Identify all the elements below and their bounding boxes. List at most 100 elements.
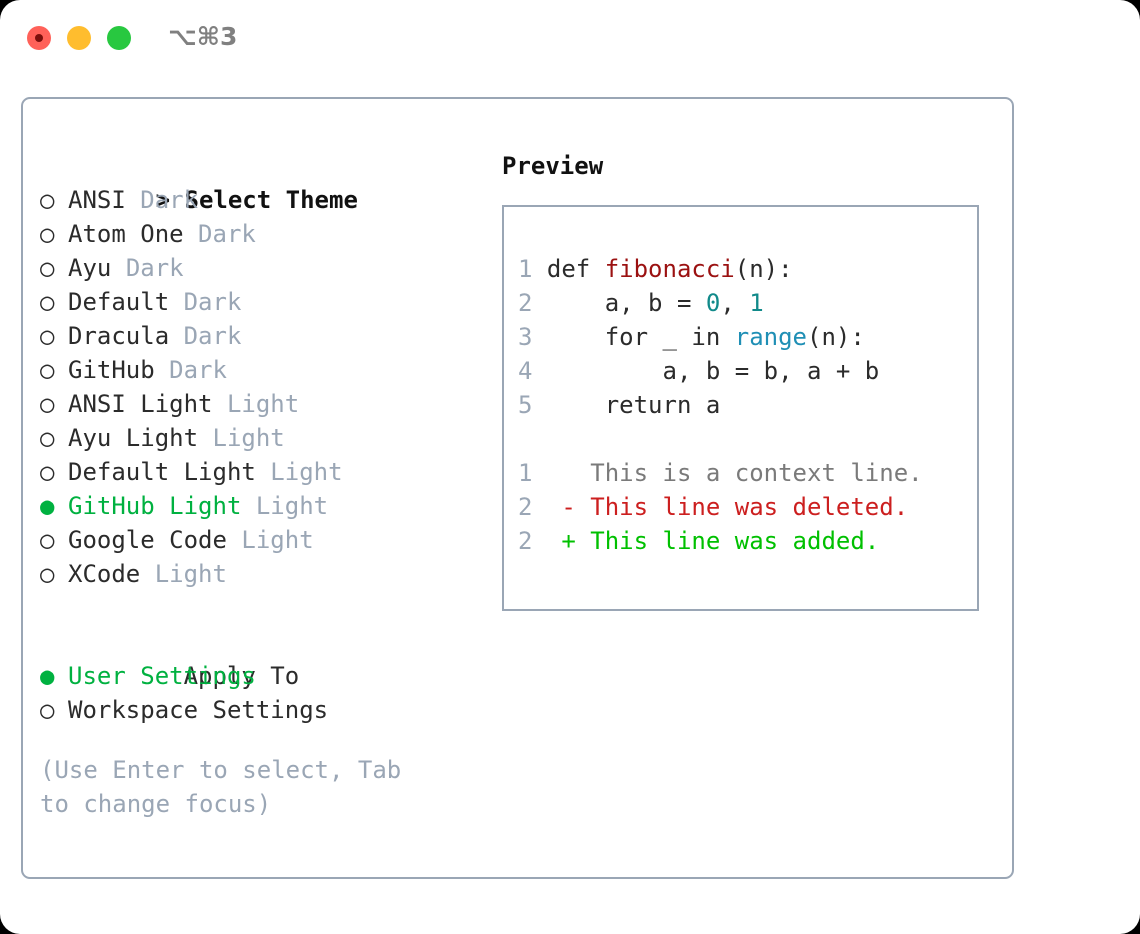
code-line-number: 2	[518, 289, 533, 317]
apply-to-item[interactable]: ○Workspace Settings	[40, 693, 490, 727]
diff-line: 1 This is a context line.	[518, 456, 977, 490]
diff-line: 2 - This line was deleted.	[518, 490, 977, 524]
code-line: 5 return a	[518, 388, 977, 422]
minimize-button-icon[interactable]	[67, 26, 91, 50]
theme-list-item[interactable]: ○Ayu Light Light	[40, 421, 490, 455]
diff-text: This line was deleted.	[575, 493, 909, 521]
title-bar: ⌥⌘3	[0, 0, 1140, 78]
theme-list-item[interactable]: ○Default Dark	[40, 285, 490, 319]
theme-variant-label: Light	[270, 458, 343, 486]
code-line-number: 1	[518, 255, 533, 283]
theme-list-item[interactable]: ○ANSI Dark	[40, 183, 490, 217]
code-token-num: 1	[749, 289, 764, 317]
apply-to-label: Workspace Settings	[68, 696, 329, 724]
theme-variant-label: Dark	[183, 288, 242, 316]
radio-selected-icon: ●	[40, 492, 55, 520]
code-line-number: 4	[518, 357, 533, 385]
theme-label-gap	[169, 322, 183, 350]
close-button-icon[interactable]	[27, 26, 51, 50]
theme-list-item[interactable]: ○ Default Light Light	[40, 455, 490, 489]
theme-list-item[interactable]: ○Dracula Dark	[40, 319, 490, 353]
theme-variant-label: Dark	[169, 356, 227, 384]
preview-title: Preview	[502, 152, 604, 180]
radio-unselected-icon: ○	[40, 458, 55, 486]
apply-to-item[interactable]: ● User Settings	[40, 659, 490, 693]
theme-label-gap	[169, 288, 183, 316]
radio-unselected-icon: ○	[40, 424, 55, 452]
theme-name-label: ANSI Light	[68, 390, 213, 418]
theme-list-item[interactable]: ○XCode Light	[40, 557, 490, 591]
maximize-button-icon[interactable]	[107, 26, 131, 50]
theme-name-label: Default Light	[68, 458, 256, 486]
section-spacer	[40, 591, 490, 625]
theme-name-label: GitHub	[68, 356, 155, 384]
theme-variant-label: Dark	[125, 254, 184, 282]
apply-to-list: ● User Settings ○Workspace Settings	[40, 659, 490, 727]
radio-unselected-icon: ○	[40, 526, 55, 554]
diff-gutter-gap	[532, 527, 561, 555]
diff-line: 2 + This line was added.	[518, 524, 977, 558]
theme-name-label: Google Code	[68, 526, 227, 554]
radio-unselected-icon: ○	[40, 254, 55, 282]
code-token-plain: a, b = b, a + b	[546, 357, 880, 385]
diff-line-number: 2	[518, 527, 533, 555]
theme-label-gap	[155, 356, 169, 384]
code-token-func: fibonacci	[604, 255, 735, 283]
theme-list-item[interactable]: ●GitHub Light Light	[40, 489, 490, 523]
radio-selected-icon: ●	[40, 662, 55, 690]
keyboard-shortcut-label: ⌥⌘3	[168, 22, 238, 51]
theme-list-item[interactable]: ○ Google Code Light	[40, 523, 490, 557]
theme-list-item[interactable]: ○ Atom One Dark	[40, 217, 490, 251]
code-diff-separator	[518, 422, 977, 456]
diff-text: This line was added.	[575, 527, 880, 555]
theme-name-label: GitHub Light	[68, 492, 242, 520]
code-token-plain: return a	[546, 391, 721, 419]
theme-label-gap	[256, 458, 270, 486]
code-token-plain: (n):	[807, 323, 865, 351]
theme-list-item[interactable]: ○ Ayu Dark	[40, 251, 490, 285]
theme-list-item[interactable]: ○ GitHub Dark	[40, 353, 490, 387]
code-gutter-gap	[532, 323, 546, 351]
select-theme-header: > Select Theme	[40, 149, 490, 214]
code-gutter-gap	[532, 391, 546, 419]
radio-unselected-icon: ○	[40, 356, 55, 384]
code-gutter-gap	[532, 357, 546, 385]
theme-name-label: Ayu Light	[68, 424, 199, 452]
code-line-number: 5	[518, 391, 533, 419]
select-theme-header-label: Select Theme	[184, 186, 358, 214]
theme-name-label: XCode	[68, 560, 141, 588]
theme-name-label: Default	[68, 288, 170, 316]
theme-variant-label: Dark	[198, 220, 256, 248]
code-gutter-gap	[532, 289, 546, 317]
theme-name-label: Ayu	[68, 254, 112, 282]
theme-label-gap	[213, 390, 227, 418]
radio-unselected-icon: ○	[40, 322, 55, 350]
theme-variant-label: Light	[241, 526, 314, 554]
diff-sample: 1 This is a context line.2 - This line w…	[518, 456, 977, 558]
diff-sign: +	[561, 527, 576, 555]
radio-unselected-icon: ○	[40, 390, 55, 418]
code-token-plain: (n):	[734, 255, 793, 283]
theme-label-gap	[184, 220, 198, 248]
theme-name-label: Atom One	[68, 220, 184, 248]
radio-unselected-icon: ○	[40, 186, 55, 214]
diff-gutter-gap	[532, 493, 561, 521]
theme-label-gap	[111, 254, 125, 282]
theme-variant-label: Dark	[183, 322, 242, 350]
preview-column: Preview 1 def fibonacci(n):2 a, b = 0, 1…	[502, 149, 982, 611]
apply-to-label: User Settings	[68, 662, 256, 690]
content-panel: > Select Theme ○ANSI Dark○Atom One Dark○…	[21, 97, 1014, 879]
window-controls	[27, 26, 131, 50]
code-token-plain: def	[546, 255, 605, 283]
theme-list-item[interactable]: ○ ANSI Light Light	[40, 387, 490, 421]
code-token-plain: for _ in	[546, 323, 735, 351]
theme-label-gap	[140, 560, 154, 588]
diff-line-number: 1	[518, 459, 533, 487]
theme-variant-label: Light	[226, 390, 300, 418]
radio-unselected-icon: ○	[40, 220, 55, 248]
apply-to-header: Apply To	[40, 625, 490, 690]
code-line: 2 a, b = 0, 1	[518, 286, 977, 320]
